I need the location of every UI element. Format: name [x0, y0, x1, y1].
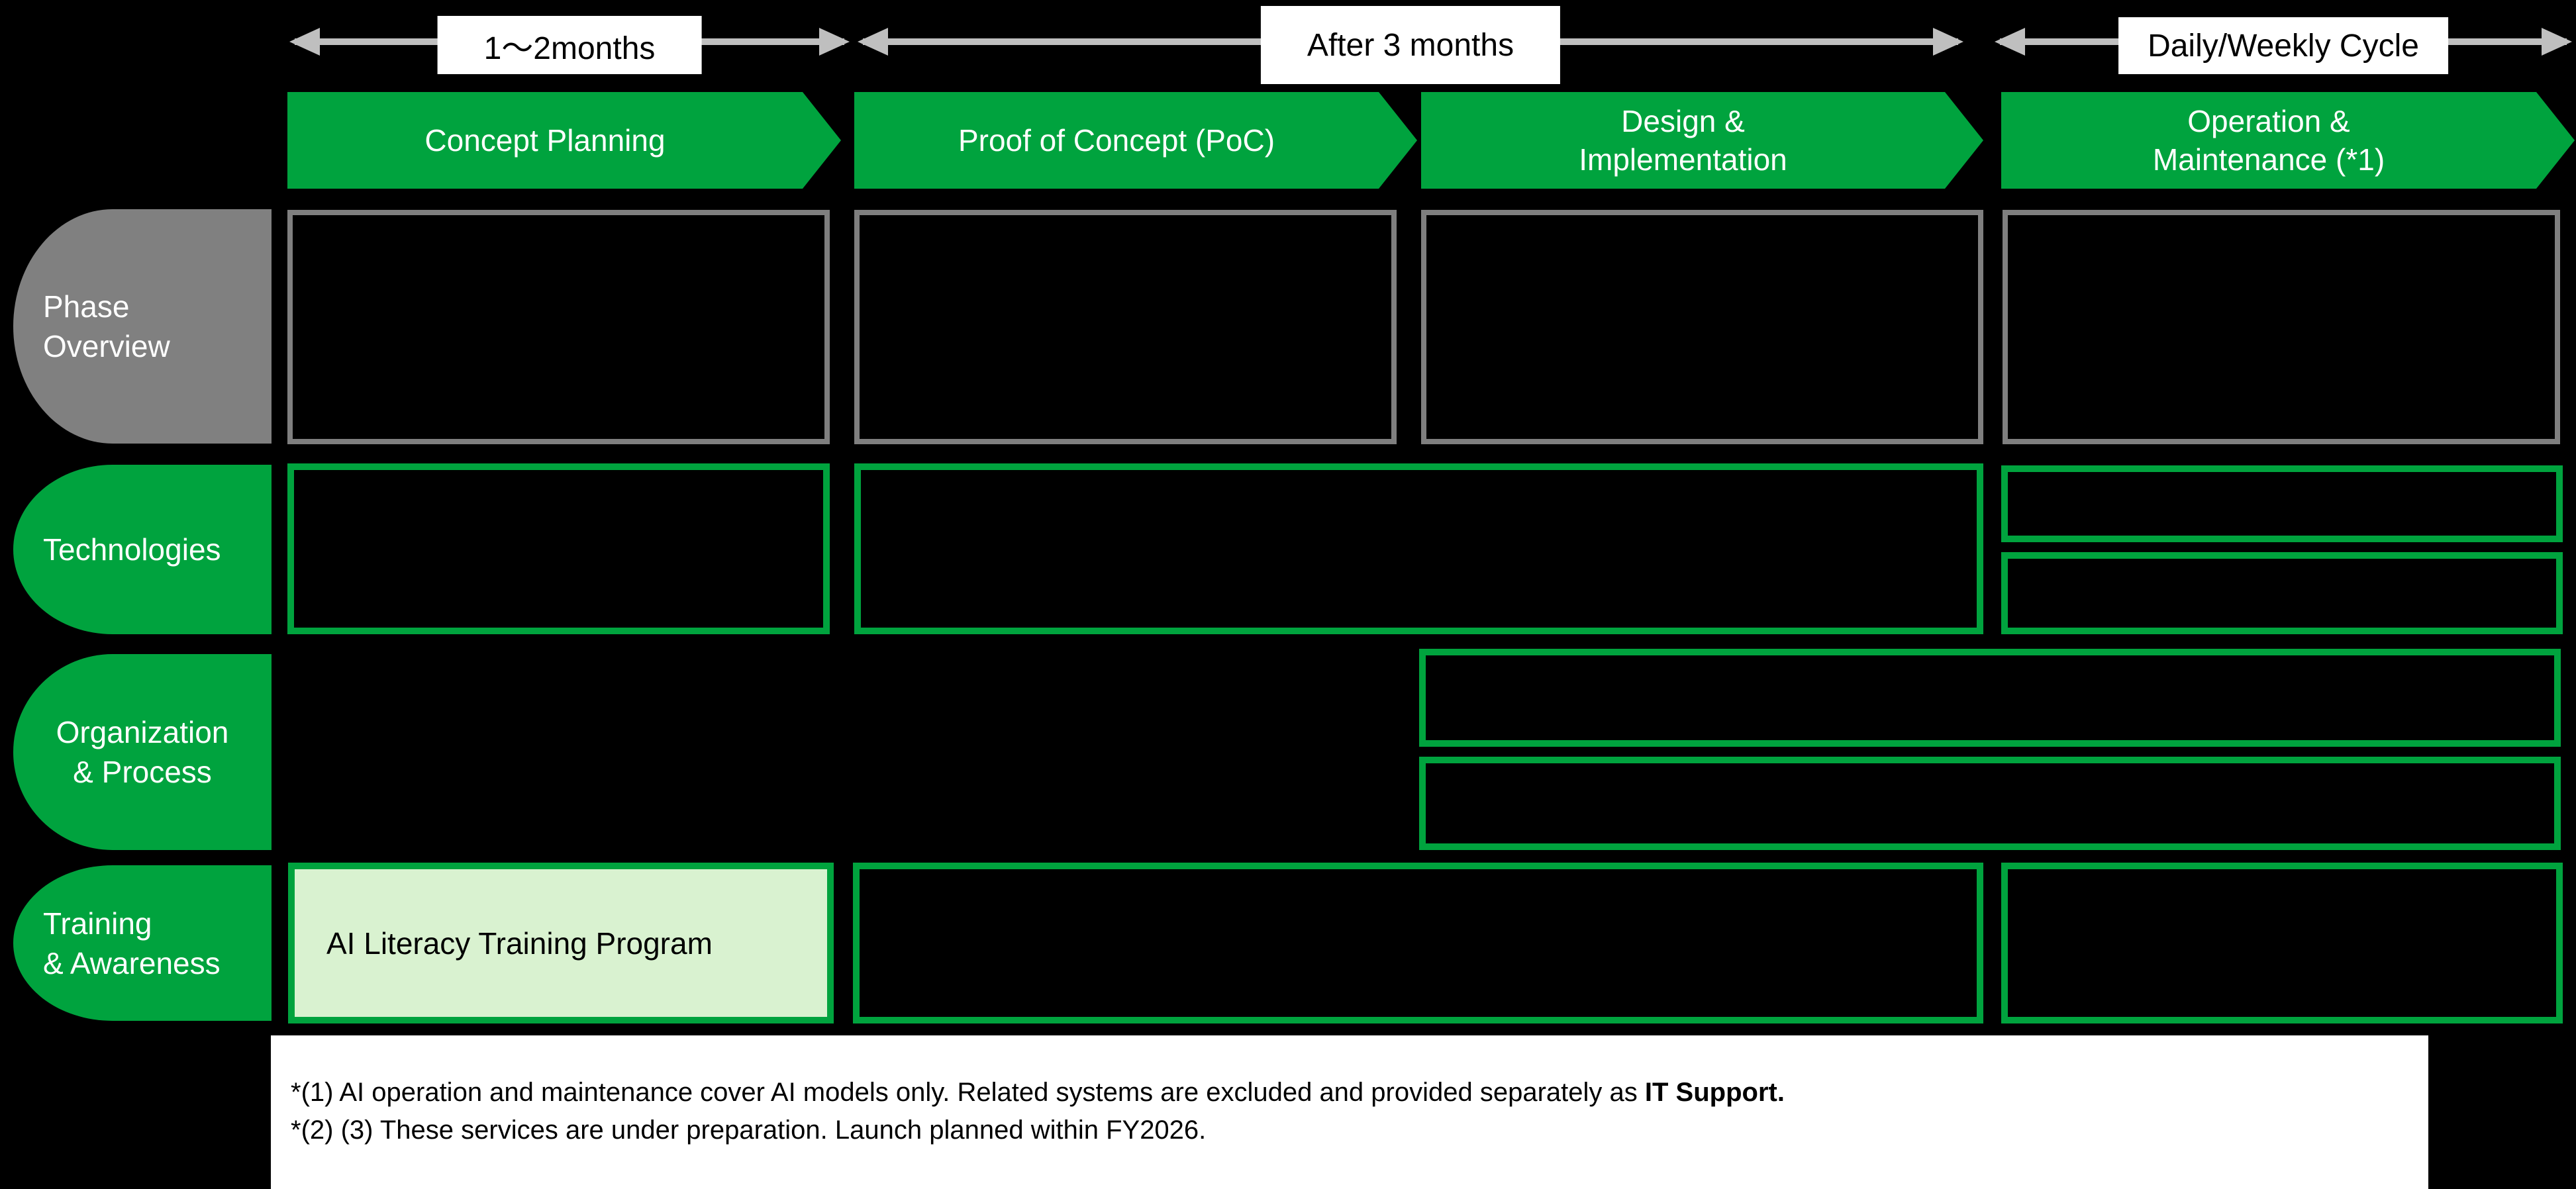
- footnote-panel: *(1) AI operation and maintenance cover …: [271, 1035, 2428, 1189]
- row-label-technologies: Technologies: [13, 465, 272, 634]
- row-label-phase-overview: Phase Overview: [13, 209, 272, 444]
- row-label-line2: Overview: [43, 329, 170, 363]
- organization-process-box-top: [1419, 649, 2561, 747]
- technologies-box-poc-design: [854, 463, 1983, 634]
- training-box-poc-design: [853, 863, 1983, 1023]
- timeline-segment-after-3-months: After 3 months: [858, 6, 1963, 86]
- phase-overview-box-poc: [854, 210, 1397, 444]
- phase-banner-label-line2: Implementation: [1579, 142, 1787, 177]
- technologies-box-operation-top: [2001, 465, 2563, 542]
- footnote-line-2: *(2) (3) These services are under prepar…: [291, 1116, 1207, 1145]
- organization-process-box-bottom: [1419, 757, 2561, 850]
- timeline-label: 1〜2months: [437, 16, 702, 74]
- phase-banner-proof-of-concept: Proof of Concept (PoC): [854, 92, 1417, 189]
- left-arrowhead-icon: [858, 28, 888, 56]
- timeline-label: Daily/Weekly Cycle: [2118, 17, 2448, 74]
- footnote-line-1: *(1) AI operation and maintenance cover …: [291, 1078, 1785, 1107]
- left-arrowhead-icon: [1995, 28, 2025, 56]
- left-arrowhead-icon: [289, 28, 320, 56]
- row-label-line1: Training: [43, 906, 152, 941]
- phase-banner-label-line2: Maintenance (*1): [2152, 142, 2385, 177]
- technologies-box-operation-bottom: [2001, 552, 2563, 634]
- training-box-operation: [2001, 863, 2563, 1023]
- phase-overview-box-design: [1421, 210, 1983, 444]
- phase-banner-label: Proof of Concept (PoC): [958, 123, 1275, 158]
- phase-banner-operation-maintenance: Operation & Maintenance (*1): [2001, 92, 2575, 189]
- phase-banner-design-implementation: Design & Implementation: [1421, 92, 1983, 189]
- timeline-segment-daily-weekly-cycle: Daily/Weekly Cycle: [1995, 13, 2572, 86]
- right-arrowhead-icon: [2542, 28, 2572, 56]
- training-box-ai-literacy: AI Literacy Training Program: [288, 863, 834, 1023]
- phase-banner-label-line1: Design &: [1621, 104, 1745, 138]
- row-label-line1: Phase: [43, 289, 130, 324]
- phase-banner-label-line1: Operation &: [2187, 104, 2350, 138]
- timeline-segment-1-2-months: 1〜2months: [289, 13, 850, 86]
- row-label-line1: Organization: [56, 715, 229, 749]
- row-label-line1: Technologies: [43, 532, 221, 567]
- row-label-line2: & Process: [73, 755, 212, 789]
- technologies-box-concept: [287, 463, 830, 634]
- ai-literacy-label: AI Literacy Training Program: [326, 926, 713, 961]
- row-label-line2: & Awareness: [43, 945, 221, 980]
- footnote-bold-it-support: IT Support.: [1644, 1078, 1785, 1107]
- right-arrowhead-icon: [1933, 28, 1963, 56]
- phase-overview-box-concept: [287, 210, 830, 444]
- row-label-training-awareness: Training & Awareness: [13, 865, 272, 1021]
- phase-banner-concept-planning: Concept Planning: [287, 92, 841, 189]
- row-label-organization-process: Organization & Process: [13, 654, 272, 850]
- right-arrowhead-icon: [819, 28, 850, 56]
- phase-overview-box-operation: [2003, 210, 2560, 444]
- phase-banner-label: Concept Planning: [424, 123, 666, 158]
- timeline-label: After 3 months: [1260, 6, 1561, 84]
